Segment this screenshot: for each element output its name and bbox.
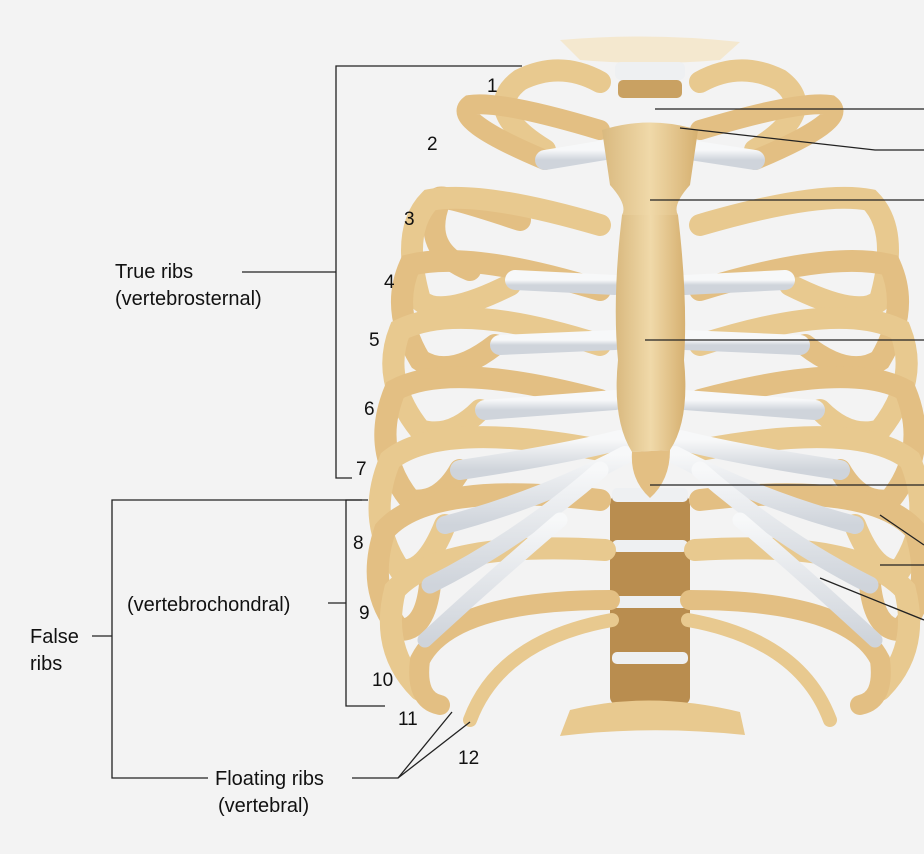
false-ribs-label: False <box>30 626 79 648</box>
rib-number-6: 6 <box>364 399 375 420</box>
vertebrochondral-label: (vertebrochondral) <box>127 594 290 616</box>
vertebral-column <box>560 488 745 736</box>
rib-number-1: 1 <box>487 76 498 97</box>
true-ribs-label: True ribs <box>115 261 193 283</box>
left-ribs <box>366 59 620 727</box>
floating-ribs-label: Floating ribs <box>215 768 324 790</box>
floating-ribs-sublabel: (vertebral) <box>218 795 309 817</box>
rib-number-11: 11 <box>398 709 418 730</box>
cervical-vertebra <box>560 36 740 63</box>
rib-number-2: 2 <box>427 134 438 155</box>
true-ribs-sublabel: (vertebrosternal) <box>115 288 262 310</box>
rib-number-9: 9 <box>359 603 370 624</box>
rib-number-10: 10 <box>372 670 393 691</box>
rib-number-12: 12 <box>458 748 479 769</box>
sternum <box>602 62 698 498</box>
rib-number-3: 3 <box>404 209 415 230</box>
rib-number-5: 5 <box>369 330 380 351</box>
annotation-lines <box>92 65 924 779</box>
rib-number-7: 7 <box>356 459 367 480</box>
right-ribs <box>680 59 924 727</box>
false-ribs-label-line2: ribs <box>30 653 62 675</box>
rib-number-4: 4 <box>384 272 395 293</box>
rib-number-8: 8 <box>353 533 364 554</box>
costal-cartilages <box>417 140 883 648</box>
